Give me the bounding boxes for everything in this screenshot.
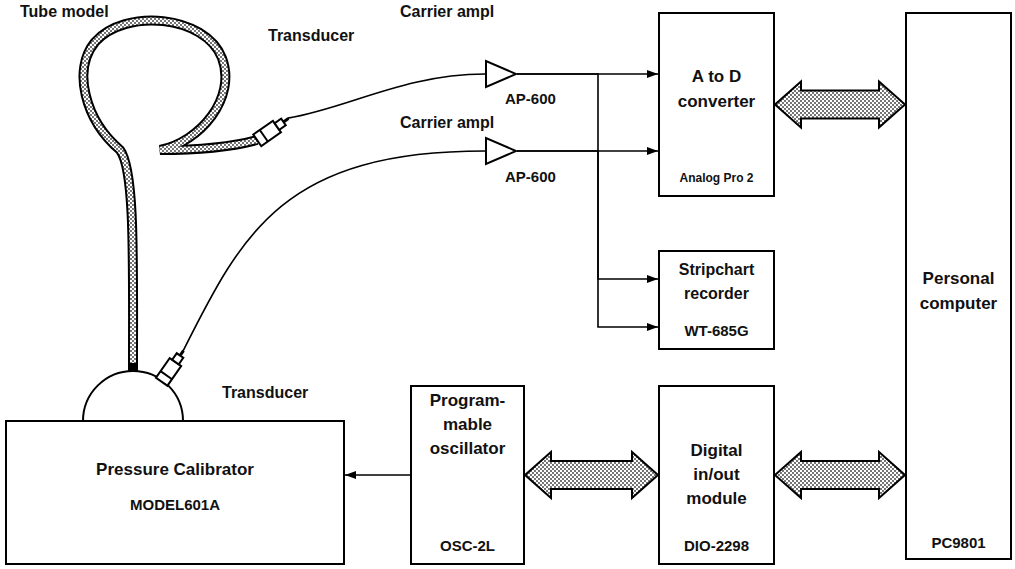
node-label: Digital in/out module [671,439,763,511]
arrow-head [345,471,356,479]
arrow-head [647,275,658,283]
arrow-head [647,147,658,155]
node-label: Personal computer [909,266,1008,316]
signal-line [345,471,410,479]
node-label: Stripchart recorder [662,258,771,306]
node-label: Transducer [268,26,354,45]
triangle-outline [485,137,517,165]
node-label: A to D converter [662,64,771,114]
recorder-box: Stripchart recorderWT-685G [658,250,775,350]
node-label: Carrier ampl [400,2,494,21]
computer-box: Personal computerPC9801 [905,12,1012,560]
transducer-symbol [150,345,194,389]
part-label: Tube model [20,2,109,21]
transducer-cable [283,117,290,123]
triangle-shape [486,138,516,164]
transducer-body [156,347,189,386]
model-number: DIO-2298 [662,537,771,555]
line-path [288,74,485,118]
transducer-cable [179,350,185,357]
model-number: AP-600 [505,90,556,108]
bus-arrow [775,82,905,128]
model-number: AP-600 [505,168,556,186]
converter-box: A to D converterAnalog Pro 2 [658,12,775,197]
tube-fitting [128,363,138,372]
amplifier-triangle: Carrier amplAP-600 [485,60,517,88]
transducer-symbol [250,108,294,152]
signal-line [183,151,485,351]
arrow-head [647,323,658,331]
transducer: Transducer [150,345,194,389]
tube-outline [83,20,257,368]
signal-line [288,74,485,118]
triangle-outline [485,60,517,88]
arrow-head [647,70,658,78]
model-number: PC9801 [909,534,1008,552]
oscillator-box: Program- mable oscillatorOSC-2L [410,385,525,565]
tube-body [83,20,257,368]
amplifier-triangle: Carrier amplAP-600 [485,137,517,165]
bus-arrow [775,452,905,498]
transducer-ring [161,371,172,379]
bus-arrow-shape [775,82,905,128]
model-number: WT-685G [662,322,771,340]
model-number: Analog Pro 2 [662,171,771,185]
model-number: OSC-2L [414,537,521,555]
node-label: Pressure Calibrator [9,460,341,480]
io-module-box: Digital in/out moduleDIO-2298 [658,385,775,565]
triangle-shape [486,61,516,87]
transducer: Transducer [250,108,294,152]
bus-arrow [525,452,658,498]
node-label: Transducer [222,383,308,402]
transducer-body [253,113,292,146]
bus-arrow-shape [525,452,658,498]
transducer-ring [260,130,268,141]
node-label: Program- mable oscillator [414,389,521,461]
line-path [183,151,485,351]
node-label: Carrier ampl [400,113,494,132]
model-number: MODEL601A [9,496,341,514]
bus-arrow-shape [775,452,905,498]
calibrator-box: Pressure CalibratorMODEL601A [5,420,345,565]
